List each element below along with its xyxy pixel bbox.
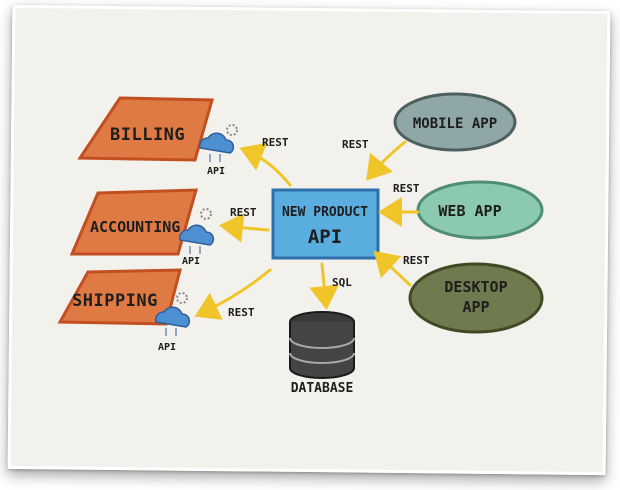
center-title-line1: NEW PRODUCT <box>282 205 368 220</box>
edge-label-accounting: REST <box>230 206 257 219</box>
desktop-app-label-line1: DESKTOP <box>444 278 507 296</box>
arrow-to-database <box>309 262 340 310</box>
billing-shape <box>77 96 214 162</box>
gear-icon <box>176 292 188 304</box>
center-api-node: NEW PRODUCT API <box>271 188 380 260</box>
service-shipping: SHIPPING <box>57 268 182 326</box>
client-mobile-app: MOBILE APP <box>393 92 517 152</box>
client-desktop-app: DESKTOP APP <box>408 262 544 334</box>
edge-label-billing: REST <box>262 136 289 149</box>
web-app-label: WEB APP <box>438 202 501 220</box>
edge-label-shipping: REST <box>228 306 255 319</box>
edge-label-db: SQL <box>332 276 352 289</box>
desktop-app-shape <box>408 262 544 334</box>
shipping-label: SHIPPING <box>72 291 158 311</box>
service-accounting: ACCOUNTING <box>69 188 198 256</box>
mobile-app-shape <box>393 92 517 152</box>
arrow-from-mobile <box>366 140 407 181</box>
database-label: DATABASE <box>291 381 354 396</box>
arrow-from-desktop <box>373 250 412 287</box>
mobile-app-label: MOBILE APP <box>413 116 497 132</box>
arrows <box>194 140 420 320</box>
web-app-shape <box>416 180 544 240</box>
edge-label-web: REST <box>393 182 420 195</box>
billing-api-label: API <box>207 166 225 177</box>
client-web-app: WEB APP <box>416 180 544 240</box>
center-box <box>271 188 380 260</box>
center-title-line2: API <box>308 226 342 248</box>
arrow-to-billing <box>239 142 292 187</box>
accounting-shape <box>69 188 198 256</box>
service-billing: BILLING <box>77 96 214 162</box>
arrow-to-shipping <box>194 268 272 320</box>
gear-icon <box>200 208 212 220</box>
accounting-label: ACCOUNTING <box>90 218 180 236</box>
arrow-to-accounting <box>219 212 270 243</box>
billing-api-icon: API <box>199 124 238 177</box>
desktop-app-label-line2: APP <box>462 298 489 316</box>
shipping-api-icon: API <box>155 292 191 353</box>
billing-label: BILLING <box>110 125 185 145</box>
gear-icon <box>226 124 238 136</box>
accounting-api-label: API <box>182 256 200 267</box>
shipping-api-label: API <box>158 342 176 353</box>
accounting-api-icon: API <box>179 208 215 267</box>
edge-label-mobile: REST <box>342 138 369 151</box>
database-node: DATABASE <box>289 311 355 396</box>
edge-label-desktop: REST <box>403 254 430 267</box>
